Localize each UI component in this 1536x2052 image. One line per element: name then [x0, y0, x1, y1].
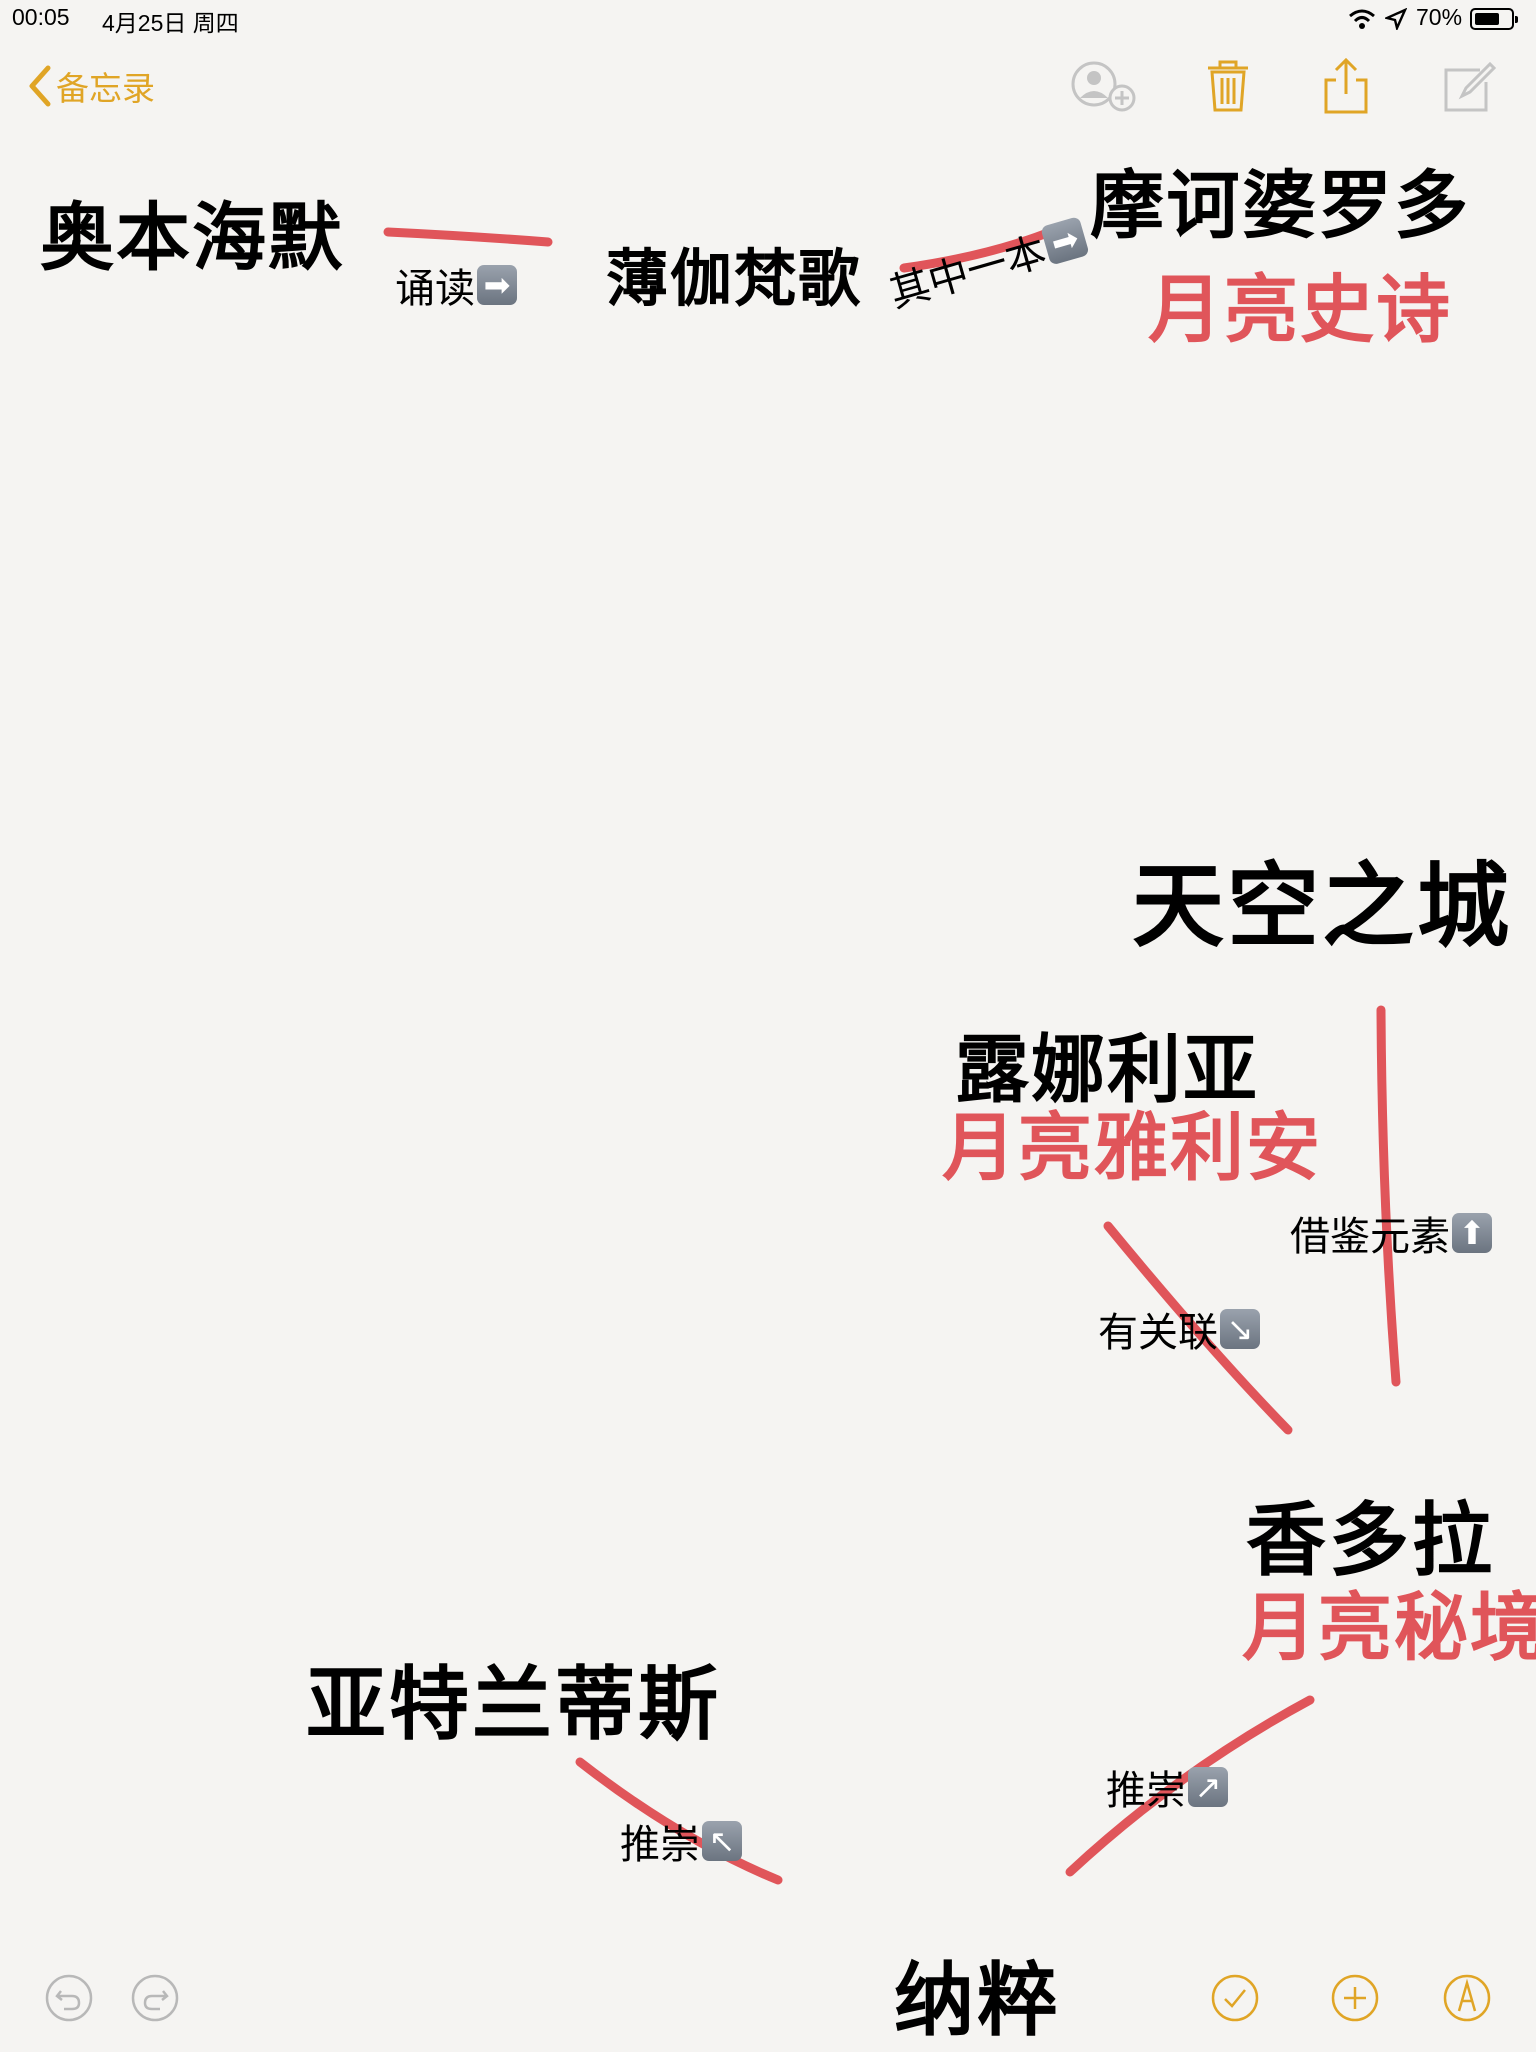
- battery-level: [1475, 13, 1499, 25]
- arrow-up-left-icon: ↖: [702, 1821, 742, 1861]
- subtitle-mahabharata: 月亮史诗: [1148, 267, 1452, 353]
- add-icon: [1331, 1974, 1379, 2022]
- arrow-down-right-icon: ↘: [1220, 1309, 1260, 1349]
- checklist-icon: [1211, 1974, 1259, 2022]
- location-icon: [1383, 7, 1408, 34]
- undo-button[interactable]: [44, 1973, 94, 2023]
- compose-button[interactable]: [1440, 58, 1497, 114]
- label-worship-left: 推崇 ↖: [620, 1812, 742, 1870]
- chevron-left-icon: [29, 65, 51, 107]
- share-icon: [1324, 57, 1368, 114]
- label-recite: 诵读 ➡: [395, 256, 517, 314]
- stroke-shambhala-to-laputa: [1376, 1005, 1401, 1387]
- markup-button[interactable]: [1442, 1973, 1492, 2023]
- add-people-button[interactable]: [1070, 58, 1136, 114]
- arrow-right-icon: ➡: [477, 265, 517, 305]
- battery-icon: [1470, 8, 1518, 30]
- status-date: 4月25日 周四: [102, 10, 239, 36]
- stroke-gita-to-mahabharata: [899, 225, 1060, 273]
- back-button[interactable]: 备忘录: [26, 62, 155, 110]
- trash-icon: [1208, 60, 1248, 112]
- add-attachment-button[interactable]: [1330, 1973, 1380, 2023]
- wifi-icon: [1348, 8, 1376, 34]
- label-worship-right: 推崇 ↗: [1106, 1758, 1228, 1816]
- compose-icon: [1444, 61, 1497, 112]
- label-borrow-elements: 借鉴元素 ⬆: [1290, 1204, 1492, 1262]
- stroke-oben-to-gita: [383, 227, 553, 247]
- battery-percent: 70%: [1416, 4, 1463, 30]
- add-people-icon: [1071, 61, 1136, 112]
- redo-button[interactable]: [130, 1973, 180, 2023]
- title-atlantis: 亚特兰蒂斯: [306, 1658, 721, 1751]
- title-nazi: 纳粹: [894, 1954, 1060, 2047]
- title-lunaria: 露娜利亚: [955, 1027, 1259, 1113]
- arrow-up-icon: ⬆: [1452, 1213, 1492, 1253]
- stroke-nazi-to-atlantis: [575, 1757, 783, 1885]
- title-mahabharata: 摩诃婆罗多: [1090, 163, 1470, 249]
- subtitle-lunaria: 月亮雅利安: [942, 1105, 1322, 1191]
- title-laputa: 天空之城: [1132, 853, 1513, 960]
- markup-pen-icon: [1443, 1974, 1491, 2022]
- label-related: 有关联 ↘: [1098, 1300, 1260, 1358]
- subtitle-shambhala: 月亮秘境: [1242, 1585, 1536, 1671]
- status-time: 00:05: [12, 4, 70, 30]
- title-oppenheimer: 奥本海默: [40, 195, 344, 281]
- share-button[interactable]: [1318, 57, 1374, 114]
- undo-icon: [45, 1974, 93, 2022]
- title-bhagavad-gita: 薄伽梵歌: [606, 242, 863, 315]
- stroke-nazi-to-shambhala: [1065, 1695, 1315, 1877]
- checklist-button[interactable]: [1210, 1973, 1260, 2023]
- arrow-up-right-icon: ↗: [1188, 1767, 1228, 1807]
- title-shambhala: 香多拉: [1246, 1494, 1495, 1587]
- redo-icon: [131, 1974, 179, 2022]
- trash-button[interactable]: [1200, 58, 1256, 114]
- stroke-shambhala-to-lunaria: [1103, 1221, 1293, 1435]
- back-button-label: 备忘录: [56, 69, 155, 108]
